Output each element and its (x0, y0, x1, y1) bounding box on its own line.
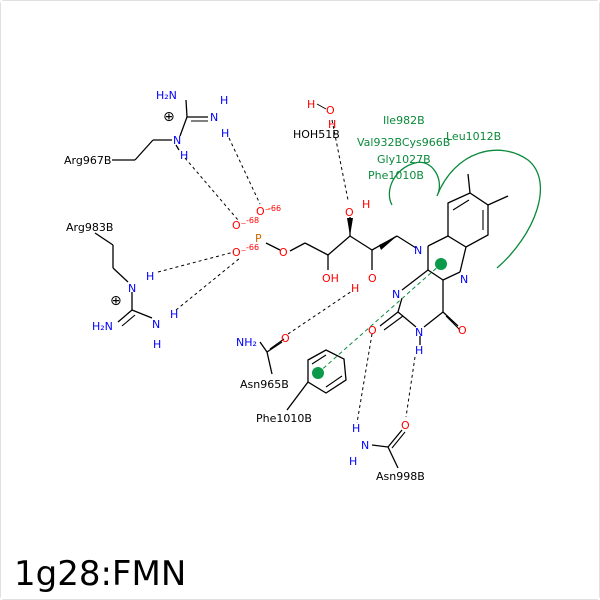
atom-o-minus-phosphate-top: O⁻ (256, 205, 271, 218)
atom-n10-flavin: N (414, 244, 422, 257)
wedge-bond-ribityl (379, 236, 397, 250)
atom-o-phosphate-ester: O (279, 246, 288, 259)
hydrophobic-contact-arc (388, 149, 542, 269)
hydrophobic-label-phe1010: Phe1010B (368, 169, 424, 182)
atom-o-ribityl-top: O (345, 206, 354, 219)
residue-arg983-label: Arg983B (66, 221, 113, 234)
charge-label-066-top: -66 (268, 204, 281, 213)
atom-h-asn998-top: H (352, 422, 360, 435)
plus-charge-arg983: ⊕ (110, 293, 122, 309)
atom-o-asn965: O (281, 332, 290, 345)
atom-h-water-left: H (307, 98, 315, 111)
residue-asn998-label: Asn998B (376, 470, 425, 483)
atom-o-minus-phosphate-bottom: O⁻ (232, 246, 247, 259)
atom-h-arg967-top: H (220, 94, 228, 107)
pi-stacking-line (317, 263, 442, 374)
atom-o4-flavin: O (458, 324, 467, 337)
double-bonds (121, 120, 484, 449)
atom-o-minus-phosphate-left: O⁻ (232, 219, 247, 232)
atom-o-ribityl-right: O (368, 272, 377, 285)
atom-n5-flavin: N (460, 273, 468, 286)
hydrophobic-label-leu1012: Leu1012B (446, 130, 501, 143)
atom-n-arg967: N (173, 134, 181, 147)
charge-label-068: -68 (246, 216, 259, 225)
wedge-bond-oh (347, 218, 353, 236)
residue-hoh51-label: HOH51B (293, 128, 340, 141)
atom-o-asn998: O (401, 419, 410, 432)
atom-h2n-arg983: H₂N (92, 320, 113, 333)
atom-n-arg967-top: N (210, 111, 218, 124)
atom-n-asn998: N (361, 439, 369, 452)
atom-h-arg983: H (146, 270, 154, 283)
hydrogen-bonds (157, 119, 416, 424)
ring-centroid-phe1010 (312, 367, 324, 379)
atom-o-water: O (326, 104, 335, 117)
atom-h-arg967-right: H (221, 127, 229, 140)
atom-h-arg983-right: H (170, 308, 178, 321)
residue-arg967-label: Arg967B (64, 154, 111, 167)
atom-n-arg983: N (128, 282, 136, 295)
hydrophobic-label-val932-cys966: Val932BCys966B (357, 136, 450, 149)
atom-n-arg983-right: N (152, 318, 160, 331)
atom-h-arg983-bottom: H (153, 338, 161, 351)
atom-h-arg967: H (180, 149, 188, 162)
atom-h-water-bottom: H (328, 118, 336, 131)
atom-h-ribityl-top: H (362, 198, 370, 211)
atom-o2-flavin: O (368, 324, 377, 337)
atom-h-asn998-bottom: H (349, 455, 357, 468)
hydrophobic-label-ile982: Ile982B (383, 114, 425, 127)
plus-charge-arg967: ⊕ (163, 109, 175, 125)
atom-oh-ribityl: OH (322, 272, 339, 285)
atom-h-ribityl-right: H (351, 282, 359, 295)
atom-n1-flavin: N (392, 288, 400, 301)
charge-label-066-bottom: -66 (246, 243, 259, 252)
water-bond (316, 103, 327, 110)
atom-p-phosphate: P (255, 232, 262, 245)
ring-centroid-ligand (435, 258, 447, 270)
atom-h-n3-flavin: H (415, 344, 423, 357)
residue-phe1010-label: Phe1010B (256, 412, 312, 425)
hydrophobic-label-gly1027: Gly1027B (377, 153, 431, 166)
diagram-title: 1g28:FMN (14, 554, 186, 594)
atom-h2n-arg967: H₂N (156, 89, 177, 102)
bonds (94, 99, 509, 469)
residue-asn965-label: Asn965B (240, 378, 289, 391)
atom-n3-flavin: N (415, 326, 423, 339)
atom-nh2-asn965: NH₂ (236, 336, 257, 349)
